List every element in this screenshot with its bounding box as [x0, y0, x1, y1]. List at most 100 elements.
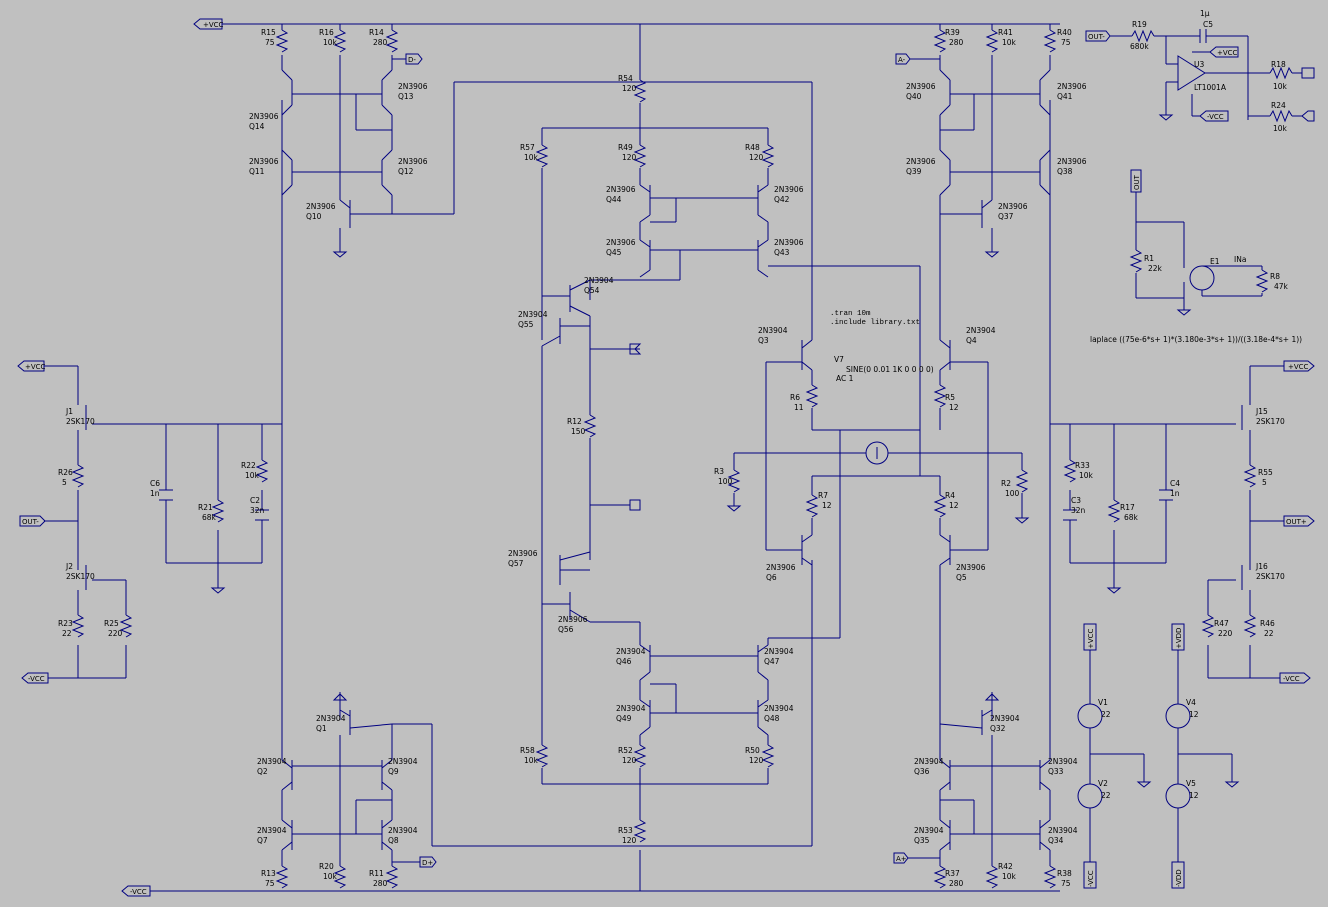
flag-d-pos: D+: [419, 856, 437, 868]
capacitor-ref-c3: C3: [1071, 496, 1081, 505]
transistor-value-q39: 2N3906: [906, 157, 936, 166]
transistor-value-q7: 2N3904: [257, 826, 287, 835]
jfet-value-j2: 2SK170: [66, 572, 95, 581]
resistor-ref-r52: R52: [618, 746, 633, 755]
transistor-value-q13: 2N3906: [398, 82, 428, 91]
resistor-ref-r3: R3: [714, 467, 724, 476]
svg-text:-VCC: -VCC: [1087, 870, 1095, 887]
flag-right-nvcc: -VCC: [1279, 672, 1311, 684]
flag-right-vcc: +VCC: [1283, 360, 1315, 372]
resistor-value-r46: 22: [1264, 629, 1274, 638]
transistor-value-q37: 2N3906: [998, 202, 1028, 211]
transistor-ref-q55: Q55: [518, 320, 534, 329]
svg-text:AC 1: AC 1: [836, 374, 854, 383]
resistor-value-r54: 120: [622, 84, 637, 93]
flag-opamp-vcc: +VCC: [1209, 46, 1239, 58]
resistor-value-r49: 120: [622, 153, 637, 162]
capacitor-ref-c4: C4: [1170, 479, 1180, 488]
transistor-ref-q3: Q3: [758, 336, 769, 345]
flag-v2-bottom: -VCC: [1083, 861, 1097, 889]
transistor-value-q10: 2N3906: [306, 202, 336, 211]
transistor-ref-q10: Q10: [306, 212, 322, 221]
riaa-network: [1129, 192, 1269, 316]
resistor-ref-r22: R22: [241, 461, 256, 470]
resistor-value-r20: 10k: [323, 872, 338, 881]
resistor-value-r23: 22: [62, 629, 72, 638]
resistor-ref-r21: R21: [198, 503, 213, 512]
transistor-value-q46: 2N3904: [616, 647, 646, 656]
transistor-value-q8: 2N3904: [388, 826, 418, 835]
output-core: [726, 216, 1030, 720]
resistor-ref-r54: R54: [618, 74, 633, 83]
transistor-value-q49: 2N3904: [616, 704, 646, 713]
resistor-value-r4: 12: [949, 501, 959, 510]
transistor-ref-q14: Q14: [249, 122, 265, 131]
svg-text:V7: V7: [834, 355, 844, 364]
svg-text:+VCC: +VCC: [1217, 49, 1238, 57]
resistor-value-r33: 10k: [1079, 471, 1094, 480]
component-labels: R1575R1610kR14280R54120R5710kR49120R4812…: [58, 9, 1289, 888]
flag-a-neg: A-: [895, 53, 911, 65]
transistor-ref-q44: Q44: [606, 195, 622, 204]
capacitor-ref-c2: C2: [250, 496, 260, 505]
resistor-value-r42: 10k: [1002, 872, 1017, 881]
resistor-ref-r6: R6: [790, 393, 800, 402]
resistor-ref-r4: R4: [945, 491, 955, 500]
top-right-mirror: [910, 24, 1057, 258]
resistor-value-r53: 120: [622, 836, 637, 845]
svg-text:-VDD: -VDD: [1175, 869, 1183, 887]
resistor-value-r19: 680k: [1130, 42, 1149, 51]
resistor-ref-r23: R23: [58, 619, 73, 628]
resistor-ref-r7: R7: [818, 491, 828, 500]
transistor-ref-q9: Q9: [388, 767, 399, 776]
resistor-value-r21: 68k: [202, 513, 217, 522]
left-input-stage: [44, 365, 282, 679]
transistor-value-q32: 2N3904: [990, 714, 1020, 723]
resistor-ref-r55: R55: [1258, 468, 1273, 477]
transistor-ref-q2: Q2: [257, 767, 268, 776]
transistor-ref-q5: Q5: [956, 573, 967, 582]
flag-left-nvcc: -VCC: [21, 672, 49, 684]
resistor-ref-r20: R20: [319, 862, 334, 871]
resistor-value-r7: 12: [822, 501, 832, 510]
flag-right-out: OUT+: [1283, 515, 1315, 527]
svg-text:A-: A-: [898, 56, 906, 64]
transistor-value-q14: 2N3906: [249, 112, 279, 121]
top-left-mirror: [275, 24, 812, 258]
transistor-value-q43: 2N3906: [774, 238, 804, 247]
resistor-value-r39: 280: [949, 38, 964, 47]
transistor-ref-q1: Q1: [316, 724, 327, 733]
transistor-ref-q48: Q48: [764, 714, 780, 723]
transistor-ref-q8: Q8: [388, 836, 399, 845]
resistor-value-r25: 220: [108, 629, 123, 638]
resistor-ref-r13: R13: [261, 869, 276, 878]
resistor-ref-r17: R17: [1120, 503, 1135, 512]
opamp-type: LT1001A: [1194, 83, 1227, 92]
transistor-ref-q7: Q7: [257, 836, 268, 845]
resistor-value-r38: 75: [1061, 879, 1071, 888]
jfet-ref-j15: J15: [1255, 407, 1268, 416]
transistor-ref-q32: Q32: [990, 724, 1006, 733]
transistor-value-q12: 2N3906: [398, 157, 428, 166]
svg-text:D+: D+: [422, 859, 433, 867]
resistor-value-r50: 120: [749, 756, 764, 765]
transistor-value-q6: 2N3906: [766, 563, 796, 572]
transistor-value-q54: 2N3904: [584, 276, 614, 285]
svg-text:-VCC: -VCC: [130, 888, 147, 896]
resistor-ref-r37: R37: [945, 869, 960, 878]
transistor-ref-q6: Q6: [766, 573, 777, 582]
svg-text:.tran 10m: .tran 10m: [830, 310, 871, 318]
resistor-ref-r14: R14: [369, 28, 384, 37]
flag-a-pos: A+: [893, 852, 909, 864]
port-r24: [1301, 110, 1315, 122]
flag-left-vcc: +VCC: [17, 360, 46, 372]
svg-text:OUT-: OUT-: [1088, 33, 1105, 41]
jfet-value-j15: 2SK170: [1256, 417, 1285, 426]
transistor-value-q33: 2N3904: [1048, 757, 1078, 766]
resistor-value-r8: 47k: [1274, 282, 1289, 291]
flag-e1-out: OUT: [1130, 169, 1142, 193]
resistor-value-r58: 10k: [524, 756, 539, 765]
svg-text:.include library.txt: .include library.txt: [830, 319, 920, 327]
resistor-value-r17: 68k: [1124, 513, 1139, 522]
